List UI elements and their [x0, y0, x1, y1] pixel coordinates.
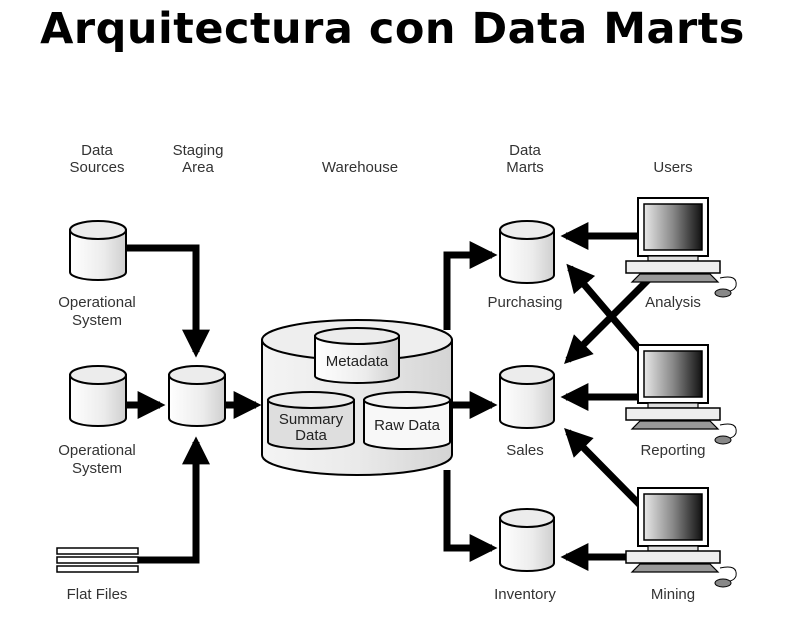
computer-icon-reporting [625, 344, 737, 445]
raw-data-label: Raw Data [374, 417, 441, 434]
connector-analysis-to-sales [564, 277, 651, 364]
summary-data-database [267, 391, 355, 450]
data-mart-label-sales: Sales [506, 442, 544, 459]
user-label-mining: Mining [651, 586, 695, 603]
data-mart-label-purchasing: Purchasing [487, 294, 562, 311]
flat-files-label: Flat Files [67, 586, 128, 603]
data-mart-sales [499, 365, 555, 429]
staging-database [168, 365, 226, 427]
page-title: Arquitectura con Data Marts [40, 4, 745, 54]
data-mart-inventory [499, 508, 555, 572]
metadata-database [314, 327, 400, 384]
header-users: Users [653, 159, 692, 176]
user-label-reporting: Reporting [640, 442, 705, 459]
data-mart-label-inventory: Inventory [494, 586, 556, 603]
header-warehouse: Warehouse [322, 159, 398, 176]
raw-data-database [363, 391, 451, 450]
connectors [126, 222, 651, 571]
connector-mining-to-sales [564, 428, 643, 508]
connector-source1-to-staging [126, 244, 210, 358]
source-database-2 [69, 365, 127, 427]
data-mart-purchasing [499, 220, 555, 284]
connector-flatfiles-to-staging [138, 436, 210, 564]
source-database-1 [69, 220, 127, 281]
connector-warehouse-to-inventory [443, 470, 498, 562]
computer-icon-mining [625, 487, 737, 588]
connector-warehouse-to-purchasing [443, 241, 498, 330]
flat-files-icon [56, 547, 139, 573]
connector-reporting-to-purchasing [566, 263, 643, 353]
computer-icon-analysis [625, 197, 737, 298]
user-label-analysis: Analysis [645, 294, 701, 311]
metadata-label: Metadata [326, 353, 389, 370]
